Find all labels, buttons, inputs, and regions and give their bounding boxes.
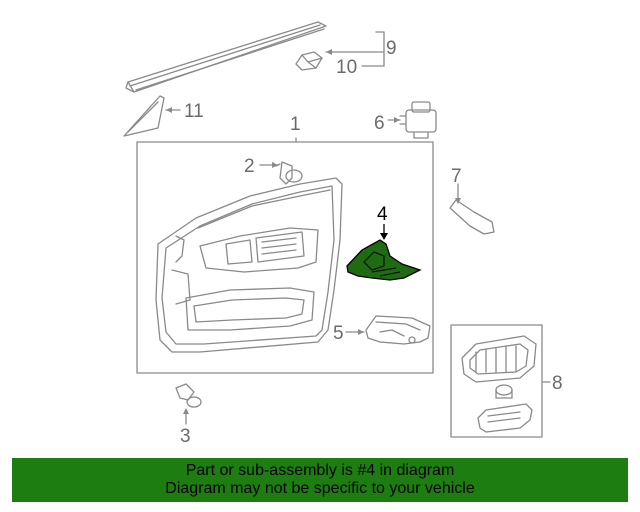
- courtesy-lamp-part: [461, 335, 537, 433]
- switch-block-part: [399, 101, 437, 139]
- banner-line-2: Diagram may not be specific to your vehi…: [165, 480, 475, 497]
- info-banner: Part or sub-assembly is #4 in diagram Di…: [12, 458, 628, 502]
- callout-10: 10: [336, 57, 357, 78]
- callout-11: 11: [184, 101, 204, 122]
- callout-3: 3: [180, 426, 191, 447]
- belt-moulding-part: [125, 21, 327, 93]
- callout-1: 1: [290, 114, 301, 135]
- lamp-group-frame: [450, 324, 543, 438]
- clip-part-3: [175, 383, 202, 408]
- callout-2: 2: [244, 156, 255, 177]
- callout-4: 4: [377, 204, 388, 225]
- trim-cover-part: [449, 199, 495, 235]
- leader-arrowheads: [166, 49, 461, 414]
- bracket-part: [365, 315, 431, 345]
- callout-6: 6: [374, 113, 385, 134]
- parts-diagram: 9 10 11 1 6 2 7 4 5 8 3: [123, 21, 563, 447]
- mirror-cover-part: [123, 95, 165, 137]
- banner-line-1: Part or sub-assembly is #4 in diagram: [185, 462, 455, 479]
- callout-5: 5: [333, 323, 344, 344]
- door-panel-frame: [136, 141, 434, 374]
- callout-9: 9: [386, 38, 397, 59]
- clip-part: [295, 51, 323, 71]
- clip-part-2: [275, 161, 303, 185]
- callout-7: 7: [451, 166, 462, 187]
- callout-8: 8: [552, 373, 563, 394]
- door-trim-panel-part: [155, 177, 343, 353]
- highlighted-part-4: [346, 224, 422, 281]
- leader-lines: [165, 31, 551, 425]
